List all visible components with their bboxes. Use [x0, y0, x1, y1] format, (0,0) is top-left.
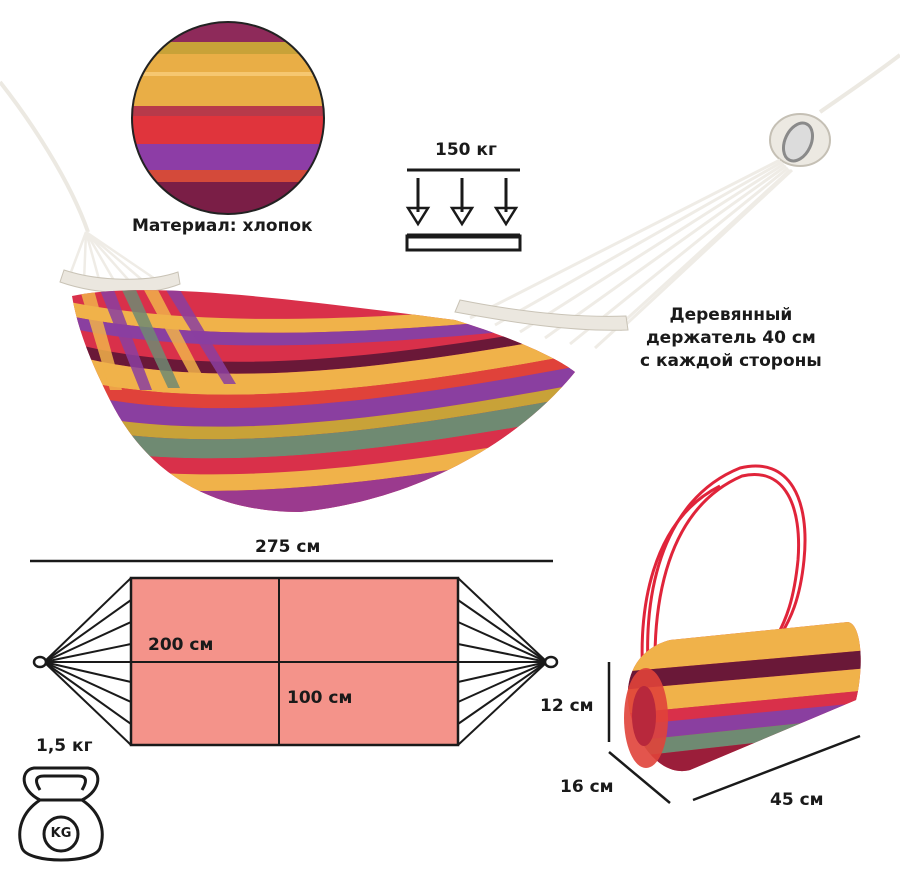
- bag-length-label: 45 см: [770, 790, 824, 810]
- right-ring-icon: [543, 655, 559, 669]
- holder-caption-line: держатель 40 см: [645, 328, 816, 348]
- bag-depth-label: 16 см: [560, 777, 614, 797]
- material-label: Материал: хлопок: [132, 216, 313, 236]
- total-length-label: 275 см: [255, 537, 321, 557]
- kettlebell-icon: [18, 766, 104, 862]
- hammock-dimension-diagram: [30, 559, 559, 747]
- down-arrow-icon: [449, 178, 475, 227]
- down-arrow-icon: [405, 178, 431, 227]
- bag-height-label: 12 см: [540, 696, 594, 716]
- load-capacity-icon: [405, 168, 522, 252]
- weight-label: 1,5 кг: [36, 736, 93, 756]
- fabric-swatch: [131, 21, 325, 215]
- down-arrow-icon: [493, 178, 519, 227]
- bag-dimension-lines: [607, 662, 861, 804]
- kettlebell-mark: KG: [50, 826, 72, 841]
- load-capacity-label: 150 кг: [435, 140, 497, 160]
- holder-caption: Деревянный держатель 40 см с каждой стор…: [640, 304, 822, 373]
- bed-width-label: 100 см: [287, 688, 353, 708]
- bed-length-label: 200 см: [148, 635, 214, 655]
- storage-bag-illustration: [624, 464, 861, 772]
- holder-caption-line: Деревянный: [669, 305, 793, 325]
- left-ring-icon: [32, 655, 48, 669]
- holder-caption-line: с каждой стороны: [640, 351, 822, 371]
